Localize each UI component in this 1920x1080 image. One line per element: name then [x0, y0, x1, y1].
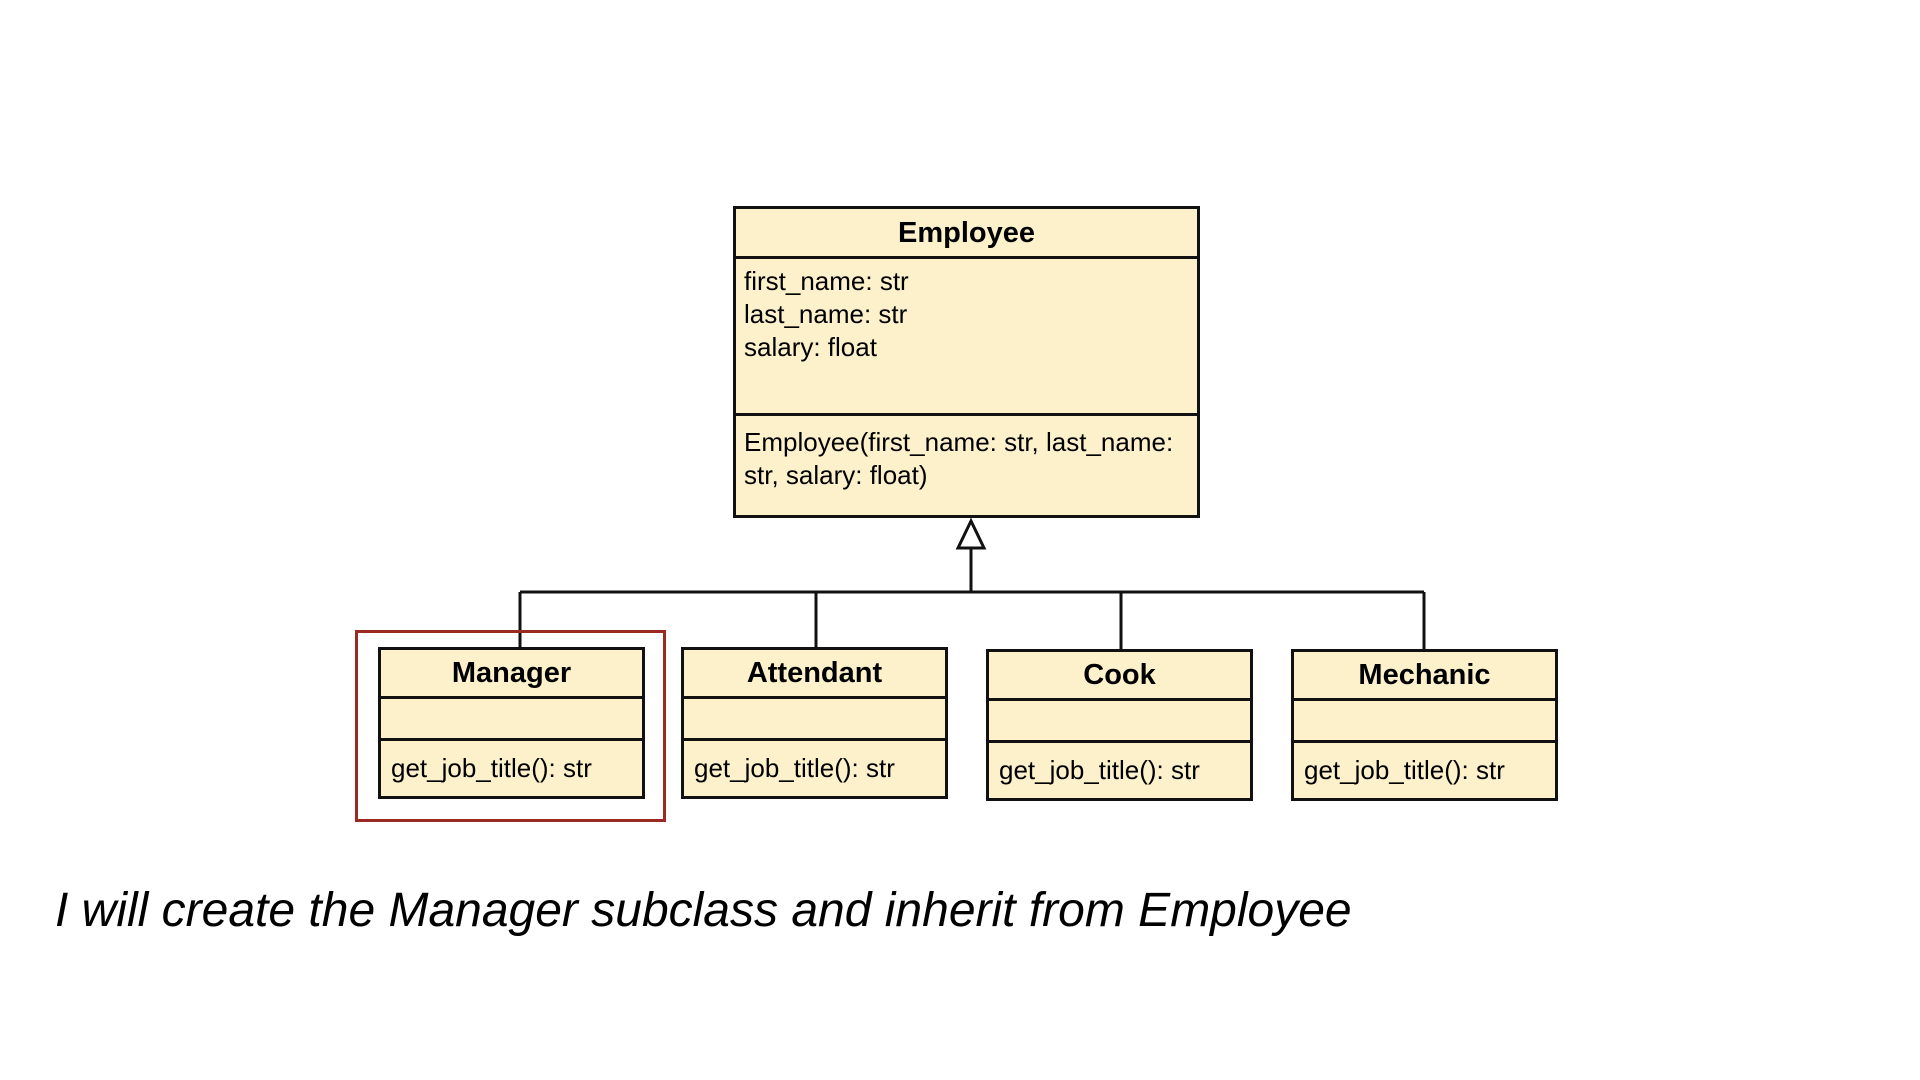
manager-class-box: Manager get_job_title(): str	[378, 647, 645, 799]
class-method: get_job_title(): str	[694, 753, 895, 783]
class-name: Cook	[989, 652, 1250, 701]
attribute-salary: salary: float	[744, 332, 877, 362]
attendant-class-box: Attendant get_job_title(): str	[681, 647, 948, 799]
class-attributes	[684, 699, 945, 741]
class-name: Mechanic	[1294, 652, 1555, 701]
caption-line-2: Employee	[1138, 884, 1352, 937]
class-name: Employee	[736, 209, 1197, 259]
manager-highlight-box	[355, 630, 666, 822]
attribute-first-name: first_name: str	[744, 266, 909, 296]
cook-class-box: Cook get_job_title(): str	[986, 649, 1253, 801]
class-attributes	[381, 699, 642, 741]
mechanic-class-box: Mechanic get_job_title(): str	[1291, 649, 1558, 801]
class-name: Manager	[381, 650, 642, 699]
class-attributes: first_name: str last_name: str salary: f…	[736, 259, 1197, 416]
class-attributes	[989, 701, 1250, 743]
employee-class-box: Employee first_name: str last_name: str …	[733, 206, 1200, 518]
slide-caption: I will create the Manager subclass and i…	[55, 882, 1355, 940]
constructor-line-2: str, salary: float)	[744, 460, 928, 490]
constructor-line-1: Employee(first_name: str, last_name:	[744, 427, 1174, 457]
class-methods: Employee(first_name: str, last_name: str…	[736, 416, 1197, 492]
class-method: get_job_title(): str	[391, 753, 592, 783]
class-attributes	[1294, 701, 1555, 743]
attribute-last-name: last_name: str	[744, 299, 908, 329]
class-method: get_job_title(): str	[999, 755, 1200, 785]
class-name: Attendant	[684, 650, 945, 699]
class-method: get_job_title(): str	[1304, 755, 1505, 785]
inheritance-arrowhead	[955, 517, 987, 550]
caption-line-1: I will create the Manager subclass and i…	[55, 884, 1125, 937]
